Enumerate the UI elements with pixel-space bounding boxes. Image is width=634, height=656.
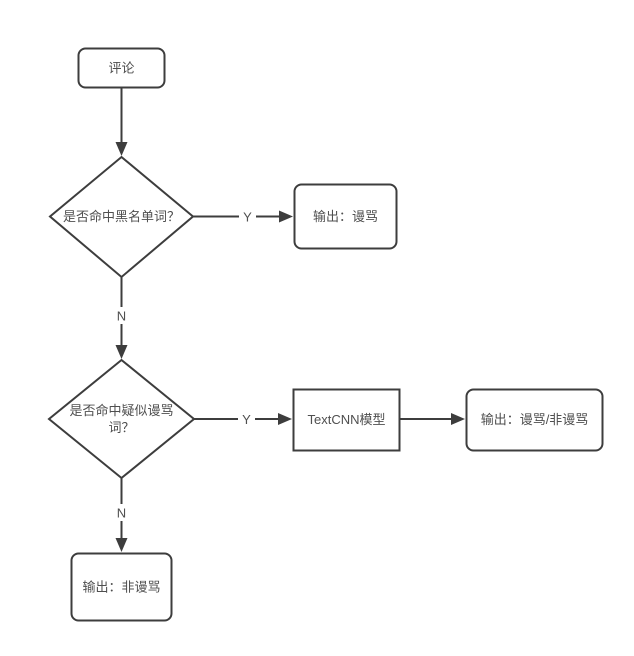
flowchart-node-textcnn-model: TextCNN模型	[292, 388, 401, 452]
node-textcnn-label: TextCNN模型	[307, 412, 385, 427]
node-output-abuse-or-not-label: 输出：谩骂/非谩骂	[481, 412, 589, 427]
arrowhead-right-icon	[451, 413, 465, 425]
decision-suspect-label-line2: 词？	[108, 420, 134, 435]
node-output-not-abuse-label: 输出：非谩骂	[82, 580, 160, 595]
flowchart-decision-suspect-abuse: 是否命中疑似谩骂 词？	[47, 358, 196, 480]
node-output-abuse-label: 输出：谩骂	[313, 209, 378, 224]
edge-label-suspect-no: N	[117, 506, 126, 521]
arrowhead-right-icon	[278, 413, 292, 425]
flowchart-node-output-abuse: 输出：谩骂	[293, 183, 398, 250]
node-comment-label: 评论	[108, 61, 134, 76]
arrow-suspect-no: N	[113, 478, 130, 552]
flowchart-decision-blacklist: 是否命中黑名单词？	[48, 155, 195, 279]
flowchart-node-comment: 评论	[77, 47, 166, 89]
arrow-blacklist-no: N	[113, 277, 130, 359]
decision-blacklist-label: 是否命中黑名单词？	[63, 209, 180, 224]
arrowhead-right-icon	[279, 210, 293, 223]
edge-label-blacklist-no: N	[117, 309, 126, 324]
flowchart-nodes: 评论 是否命中黑名单词？ 输出：谩骂 是否命中疑似谩骂 词？ TextC	[47, 47, 604, 622]
arrow-textcnn-to-output	[400, 413, 465, 425]
flowchart-node-output-abuse-or-not: 输出：谩骂/非谩骂	[465, 388, 604, 452]
arrowhead-down-icon	[115, 142, 128, 156]
flowchart-node-output-not-abuse: 输出：非谩骂	[70, 552, 173, 622]
edge-label-suspect-yes: Y	[242, 412, 251, 427]
arrow-blacklist-yes: Y	[193, 208, 293, 225]
arrow-comment-to-blacklist	[115, 88, 128, 156]
edge-label-blacklist-yes: Y	[243, 210, 252, 225]
arrowhead-down-icon	[115, 538, 128, 552]
flowchart-edges: Y N Y	[113, 88, 465, 552]
arrowhead-down-icon	[115, 345, 128, 359]
arrow-suspect-yes: Y	[194, 410, 292, 428]
decision-suspect-label-line1: 是否命中疑似谩骂	[69, 403, 173, 418]
